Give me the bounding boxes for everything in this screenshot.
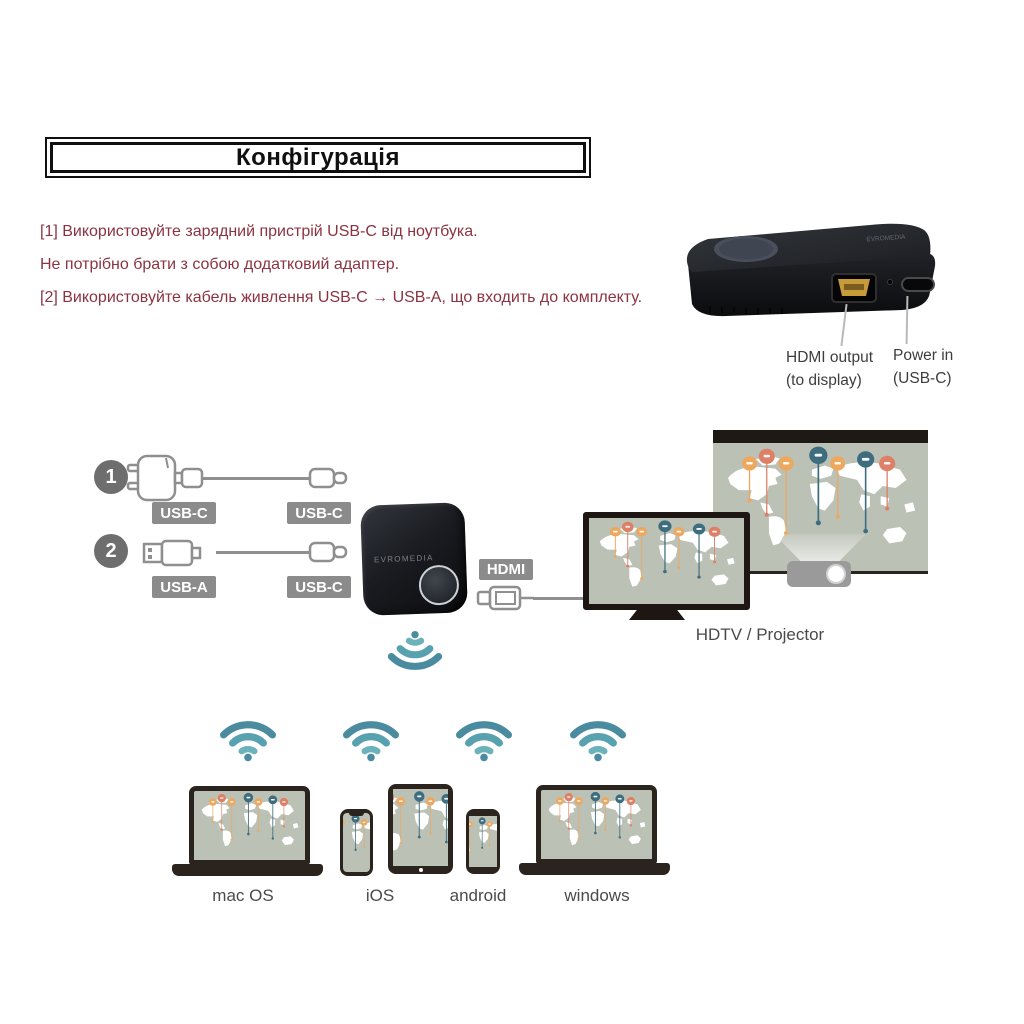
usb-c-badge-step1-right: USB-C [287,502,351,524]
client-label-macos: mac OS [212,886,274,905]
power-in-label-line1: Power in [893,347,954,364]
iphone-phone [340,809,373,876]
device-top-pad-inner [719,238,773,260]
usb-c-connector-icon-step1 [308,467,348,489]
macbook-base [172,864,323,876]
usb-a-connector-icon [142,539,202,567]
step-2-number-badge: 2 [94,534,128,568]
instruction-line-1: [1] Використовуйте зарядний пристрій USB… [40,223,478,240]
client-label-ios: iOS [365,886,395,905]
hdmi-badge-label: HDMI [486,561,526,578]
world-map-graphic [201,792,299,847]
product-photo: EVROMEDIA [686,223,936,317]
wifi-icon-macos [218,715,278,762]
hdmi-connector-icon [476,585,534,611]
hdmi-output-label: HDMI output (to display) [786,346,873,392]
usb-c-badge-step1-left: USB-C [152,502,216,524]
world-map-graphic [599,519,736,588]
android-phone [466,809,500,874]
receiver-button [418,564,460,606]
usb-c-connector-icon-step2 [308,541,348,563]
vent-slots [709,306,783,314]
title-box: Конфігурація [45,137,591,178]
world-map-graphic [393,790,448,852]
wifi-icon-windows [568,715,628,762]
display-type-label: HDTV / Projector [695,625,825,644]
projector-icon [787,561,851,587]
page-title: Конфігурація [236,143,400,171]
world-map-graphic [343,814,370,861]
power-in-label-line2: (USB-C) [893,370,952,387]
usb-c-port [901,277,935,292]
ipad-home-button [418,868,423,872]
instruction-line-3: [2] Використовуйте кабель живлення USB-C… [40,289,643,306]
cable-step2 [216,551,310,554]
client-label-windows: windows [564,886,630,905]
windows-laptop-base [519,863,670,875]
wifi-icon-ios [341,715,401,762]
client-label-android: android [449,886,507,905]
step-2-number: 2 [105,539,117,562]
ipad-tablet [388,784,453,874]
tv-stand [629,610,685,620]
usb-a-badge-step2-left: USB-A [152,576,216,598]
wifi-broadcast-icon [387,630,443,676]
hdtv-screen [583,512,750,610]
step-1-number: 1 [105,465,117,488]
cable-step1 [202,477,310,480]
hdmi-cable [533,597,585,600]
windows-laptop [536,785,657,864]
hdmi-port [831,273,877,303]
pointer-line-power [905,295,909,345]
iphone-notch [349,812,364,816]
power-in-label: Power in (USB-C) [893,344,953,390]
projector-screen-bar [713,430,928,443]
charger-icon [126,454,204,502]
macbook-laptop [189,786,310,865]
reset-pinhole [887,279,893,285]
receiver-device: EVROMEDIA [360,502,468,616]
wifi-icon-android [454,715,514,762]
product-photo-brand: EVROMEDIA [866,234,906,244]
usb-c-badge-step1-right-label: USB-C [295,504,343,522]
usb-c-badge-step2-right: USB-C [287,576,351,598]
hdmi-badge: HDMI [479,559,533,580]
projector-lens [826,564,846,584]
hdmi-output-label-line2: (to display) [786,372,862,389]
step-1-number-badge: 1 [94,460,128,494]
world-map-graphic [469,817,497,858]
world-map-graphic [548,791,646,846]
hdmi-output-label-line1: HDMI output [786,349,874,366]
usb-a-badge-step2-left-label: USB-A [160,578,208,596]
usb-c-badge-step2-right-label: USB-C [295,578,343,596]
instruction-line-2: Не потрібно брати з собою додатковий ада… [40,256,400,273]
usb-c-badge-step1-left-label: USB-C [160,504,208,522]
receiver-brand: EVROMEDIA [373,553,434,565]
